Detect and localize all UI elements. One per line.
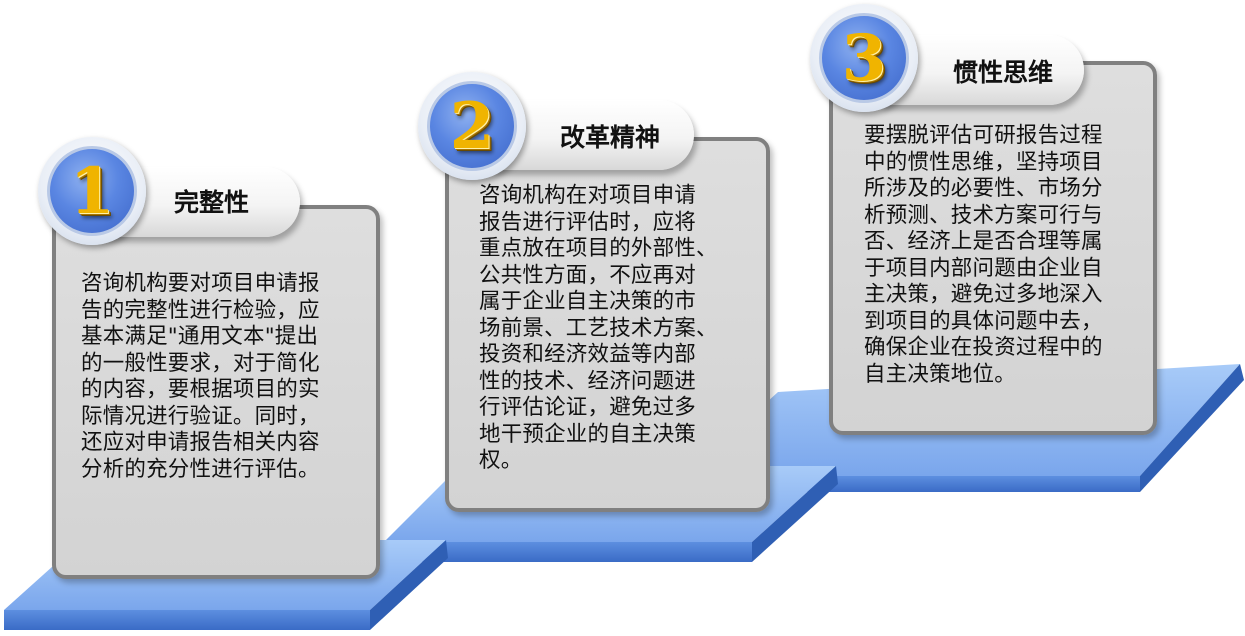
step-3-card (829, 61, 1157, 435)
step-2-number: 2 (449, 88, 495, 164)
step-3-badge-circle (819, 13, 909, 103)
step-1-card (52, 205, 380, 579)
step-2-body: 咨询机构在对项目申请 报告进行评估时，应将 重点放在项目的外部性、 公共性方面，… (479, 183, 718, 473)
step-2-card (445, 137, 770, 512)
step-3-body: 要摆脱评估可研报告过程 中的惯性思维，坚持项目 所涉及的必要性、市场分 析预测、… (864, 123, 1103, 387)
step-1-badge-circle (47, 146, 137, 236)
step-3-number: 3 (841, 20, 887, 96)
step-1-title: 完整性 (174, 188, 250, 217)
step-2-badge-circle (427, 81, 517, 171)
step-3-title: 惯性思维 (953, 58, 1054, 87)
step-1-body: 咨询机构要对项目申请报 告的完整性进行检验，应 基本满足"通用文本"提出 的一般… (81, 271, 320, 482)
step-1-number-badge: 1 (38, 137, 146, 245)
step-2-title: 改革精神 (560, 123, 661, 152)
step-3-number-badge: 3 (810, 4, 918, 112)
step-1-number: 1 (69, 153, 115, 229)
step-2-number-badge: 2 (418, 72, 526, 180)
